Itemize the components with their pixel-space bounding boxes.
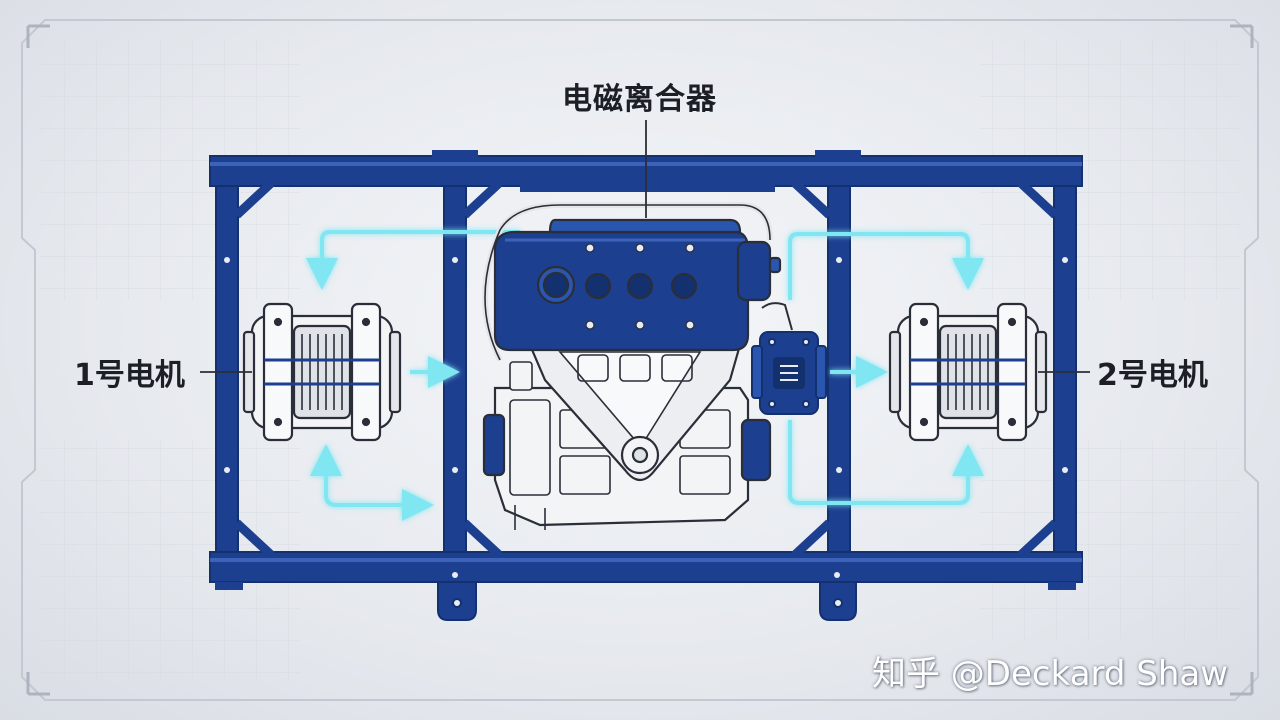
electromagnetic-clutch <box>751 302 827 415</box>
leader-lines <box>200 120 1090 373</box>
mount-foot-right <box>819 581 857 621</box>
motor-2-label: 2号电机 <box>1097 358 1208 393</box>
tech-border <box>21 19 1259 701</box>
motor-1-label: 1号电机 <box>74 358 185 393</box>
motor-2 <box>888 302 1048 442</box>
flow-arrow-top-left <box>306 230 520 290</box>
flow-arrow-bottom-right <box>788 420 984 505</box>
flow-arrow-top-right <box>788 232 984 300</box>
motor-1 <box>242 302 402 442</box>
engine <box>482 202 782 530</box>
energy-flow-arrows <box>306 230 984 521</box>
watermark: 知乎 @Deckard Shaw <box>872 654 1229 694</box>
clutch-label: 电磁离合器 <box>562 82 717 117</box>
flow-arrow-bottom-left <box>324 462 434 521</box>
mount-foot-left <box>437 581 477 621</box>
